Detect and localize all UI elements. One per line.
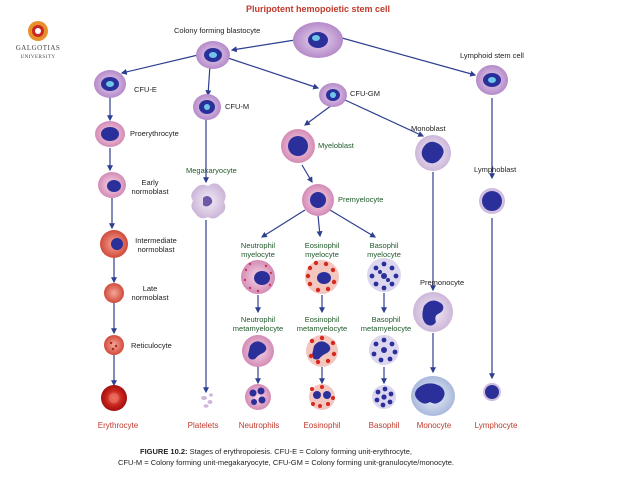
label-neutrophil-myelocyte-1: Neutrophil bbox=[241, 241, 276, 250]
label-basophil-myelocyte-2: myelocyte bbox=[367, 250, 401, 259]
university-logo: GALGOTIAS UNIVERSITY bbox=[16, 21, 61, 60]
label-reticulocyte: Reticulocyte bbox=[131, 341, 172, 350]
erythrocyte-cell bbox=[101, 385, 127, 411]
megakaryocyte-cell bbox=[191, 183, 226, 219]
label-intermediate-normoblast-2: normoblast bbox=[137, 245, 175, 254]
label-platelets: Platelets bbox=[188, 421, 219, 430]
premonocyte-cell bbox=[413, 292, 453, 332]
label-neutrophil-meta-2: metamyelocyte bbox=[233, 324, 283, 333]
neutrophil-cell bbox=[245, 384, 271, 410]
basophil-metamyelocyte-cell bbox=[369, 335, 399, 365]
label-erythrocyte: Erythrocyte bbox=[98, 421, 139, 430]
eosinophil-cell bbox=[309, 384, 335, 410]
label-colony-blastocyte: Colony forming blastocyte bbox=[174, 26, 260, 35]
label-intermediate-normoblast-1: Intermediate bbox=[135, 236, 177, 245]
label-early-normoblast-2: normoblast bbox=[131, 187, 169, 196]
label-neutrophils: Neutrophils bbox=[239, 421, 279, 430]
neutrophil-myelocyte-cell bbox=[241, 260, 275, 294]
basophil-myelocyte-cell bbox=[367, 258, 401, 292]
lymphocyte-cell bbox=[483, 383, 501, 401]
label-lymphoid-stem: Lymphoid stem cell bbox=[460, 51, 524, 60]
premyelocyte-cell bbox=[302, 184, 334, 216]
caption-figure-number: FIGURE 10.2: bbox=[140, 447, 188, 456]
label-eosinophil: Eosinophil bbox=[304, 421, 341, 430]
proerythrocyte-cell bbox=[95, 121, 125, 147]
label-neutrophil-meta-1: Neutrophil bbox=[241, 315, 276, 324]
final-cell-labels: Erythrocyte Platelets Neutrophils Eosino… bbox=[98, 421, 518, 430]
intermediate-normoblast-cell bbox=[100, 230, 128, 258]
early-normoblast-cell bbox=[98, 172, 126, 198]
lymphoid-stem-cell bbox=[476, 65, 508, 95]
labels: Colony forming blastocyte Lymphoid stem … bbox=[130, 26, 524, 350]
label-lymphoblast: Lymphoblast bbox=[474, 165, 517, 174]
eosinophil-metamyelocyte-cell bbox=[306, 335, 338, 367]
label-late-normoblast-1: Late bbox=[143, 284, 158, 293]
logo-name: GALGOTIAS bbox=[16, 44, 61, 52]
basophil-cell bbox=[372, 385, 396, 409]
label-cfu-gm: CFU-GM bbox=[350, 89, 380, 98]
caption-line-1: FIGURE 10.2: Stages of erythropoiesis. C… bbox=[140, 447, 412, 456]
lymphoblast-cell bbox=[479, 188, 505, 214]
label-eosinophil-meta-1: Eosinophil bbox=[305, 315, 340, 324]
monocyte-cell bbox=[411, 376, 455, 416]
reticulocyte-cell bbox=[104, 335, 124, 355]
label-premonocyte: Premonocyte bbox=[420, 278, 464, 287]
label-monoblast: Monoblast bbox=[411, 124, 447, 133]
label-eosinophil-myelocyte-2: myelocyte bbox=[305, 250, 339, 259]
label-early-normoblast-1: Early bbox=[141, 178, 158, 187]
platelets-cells bbox=[201, 393, 213, 408]
diagram-title: Pluripotent hemopoietic stem cell bbox=[246, 4, 390, 14]
label-late-normoblast-2: normoblast bbox=[131, 293, 169, 302]
arrows bbox=[107, 37, 495, 394]
logo-sub: UNIVERSITY bbox=[21, 55, 56, 60]
label-cfu-m: CFU-M bbox=[225, 102, 249, 111]
label-myeloblast: Myeloblast bbox=[318, 141, 355, 150]
late-normoblast-cell bbox=[104, 283, 124, 303]
label-eosinophil-meta-2: metamyelocyte bbox=[297, 324, 347, 333]
label-monocyte: Monocyte bbox=[417, 421, 452, 430]
cfu-gm-cell bbox=[319, 83, 347, 107]
label-lymphocyte: Lymphocyte bbox=[475, 421, 518, 430]
label-basophil: Basophil bbox=[369, 421, 400, 430]
label-eosinophil-myelocyte-1: Eosinophil bbox=[305, 241, 340, 250]
cells bbox=[94, 22, 508, 416]
colony-blastocyte-cell bbox=[196, 41, 230, 69]
label-basophil-myelocyte-1: Basophil bbox=[370, 241, 399, 250]
label-premyelocyte: Premyelocyte bbox=[338, 195, 383, 204]
pluripotent-stem-cell bbox=[293, 22, 343, 58]
neutrophil-metamyelocyte-cell bbox=[242, 335, 274, 367]
label-megakaryocyte: Megakaryocyte bbox=[186, 166, 237, 175]
label-cfu-e: CFU-E bbox=[134, 85, 157, 94]
label-neutrophil-myelocyte-2: myelocyte bbox=[241, 250, 275, 259]
label-proerythrocyte: Proerythrocyte bbox=[130, 129, 179, 138]
caption-line-2: CFU-M = Colony forming unit-megakaryocyt… bbox=[118, 458, 454, 467]
monoblast-cell bbox=[415, 135, 451, 171]
cfu-e-cell bbox=[94, 70, 126, 98]
caption-line-1-text: Stages of erythropoiesis. CFU-E = Colony… bbox=[188, 447, 412, 456]
myeloblast-cell bbox=[281, 129, 315, 163]
label-basophil-meta-2: metamyelocyte bbox=[361, 324, 411, 333]
cfu-m-cell bbox=[193, 94, 221, 120]
figure-caption: FIGURE 10.2: Stages of erythropoiesis. C… bbox=[118, 447, 454, 467]
eosinophil-myelocyte-cell bbox=[305, 260, 339, 294]
label-basophil-meta-1: Basophil bbox=[372, 315, 401, 324]
